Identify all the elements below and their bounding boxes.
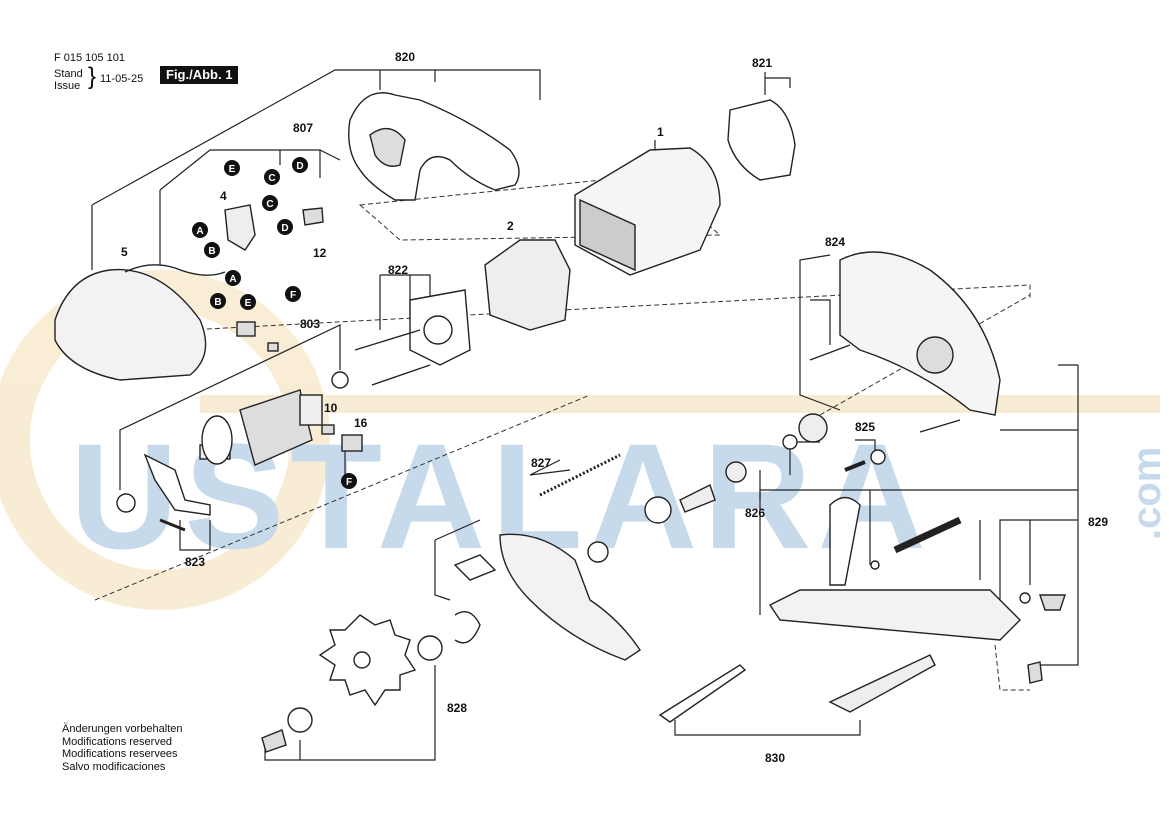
bearing-flange	[644, 496, 672, 524]
svg-text:F: F	[346, 477, 352, 488]
connector-b-cable: B	[210, 293, 226, 309]
svg-text:B: B	[208, 246, 215, 257]
parts	[54, 92, 1066, 753]
note-line: Modifications reservees	[62, 748, 178, 760]
connector-a-left: A	[192, 222, 208, 238]
note-line: Änderungen vorbehalten	[62, 723, 183, 735]
callout-4: 4	[220, 189, 227, 203]
callout-825: 825	[855, 420, 875, 434]
callout-821: 821	[752, 56, 772, 70]
svg-text:B: B	[214, 297, 221, 308]
svg-text:A: A	[229, 274, 236, 285]
part-callouts: 820 821 807 1 4 2 824 5 12 822 803 10 16…	[121, 50, 1108, 765]
callout-824: 824	[825, 235, 845, 249]
callout-807: 807	[293, 121, 313, 135]
connector-e-mid: E	[240, 294, 256, 310]
modification-notes: Änderungen vorbehalten Modifications res…	[62, 723, 182, 773]
field-stator	[484, 239, 571, 331]
lower-blade-guard	[499, 533, 641, 661]
gear	[798, 413, 828, 443]
connector-f-bottom: F	[341, 473, 357, 489]
depth-quadrant	[829, 496, 861, 586]
outer-flange	[417, 635, 443, 661]
handle-cap	[727, 99, 796, 181]
carbon-brush	[341, 434, 363, 452]
capacitor	[302, 207, 324, 226]
bearing	[116, 493, 136, 513]
note-line: Salvo modificaciones	[62, 760, 166, 773]
figure-label: Fig./Abb. 1	[160, 66, 239, 84]
callout-829: 829	[1088, 515, 1108, 529]
brace-glyph: }	[88, 63, 97, 90]
inner-flange	[287, 707, 313, 733]
callout-12: 12	[313, 246, 327, 260]
issue-date: 11-05-25	[100, 73, 144, 85]
svg-text:F: F	[290, 290, 296, 301]
blade-guard-housing	[54, 268, 207, 381]
connector-e-top: E	[224, 160, 240, 176]
issue-label: Issue	[54, 80, 81, 92]
connector-d-top: D	[292, 157, 308, 173]
callout-1: 1	[657, 125, 664, 139]
note-line: Modifications reserved	[62, 735, 173, 748]
callout-822: 822	[388, 263, 408, 277]
callout-830: 830	[765, 751, 785, 765]
upper-blade-guard	[839, 251, 1001, 416]
svg-text:D: D	[296, 161, 303, 172]
connector-d-mid: D	[277, 219, 293, 235]
parallel-guide	[828, 654, 936, 713]
svg-text:A: A	[196, 226, 203, 237]
callout-828: 828	[447, 701, 467, 715]
leader-lines	[91, 69, 1079, 761]
blade-bolt	[261, 729, 287, 753]
svg-text:C: C	[268, 173, 275, 184]
return-spring	[539, 453, 621, 497]
svg-text:D: D	[281, 223, 288, 234]
svg-text:E: E	[245, 298, 252, 309]
callout-803: 803	[300, 317, 320, 331]
switch	[224, 204, 256, 251]
svg-text:C: C	[266, 199, 273, 210]
callout-16: 16	[354, 416, 368, 430]
saw-blade	[318, 614, 417, 707]
base-plate	[768, 589, 1021, 641]
callout-826: 826	[745, 506, 765, 520]
connector-c-mid: C	[262, 195, 278, 211]
callout-823: 823	[185, 555, 205, 569]
connector-badges: E D C C A D B A F B E F	[192, 157, 357, 489]
stand-label: Stand	[54, 68, 83, 80]
brush-holder	[236, 321, 256, 337]
callout-2: 2	[507, 219, 514, 233]
armature	[199, 371, 349, 466]
watermark-suffix: .com	[1125, 447, 1169, 540]
connector-c-top: C	[264, 169, 280, 185]
handle-housing	[348, 92, 520, 201]
callout-10: 10	[324, 401, 338, 415]
doc-number: F 015 105 101	[54, 52, 125, 64]
callout-5: 5	[121, 245, 128, 259]
baffle-plate	[143, 453, 211, 516]
connector-a-cable: A	[225, 270, 241, 286]
svg-text:E: E	[229, 164, 236, 175]
connector-b-left: B	[204, 242, 220, 258]
callout-827: 827	[531, 456, 551, 470]
callout-820: 820	[395, 50, 415, 64]
hex-key	[658, 664, 747, 723]
connector-f-top: F	[285, 286, 301, 302]
